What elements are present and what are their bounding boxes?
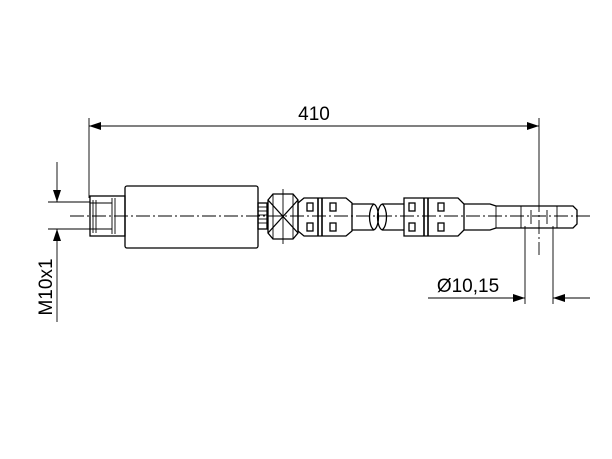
overall-length-dimension: 410 — [88, 104, 540, 198]
tube-end-fitting — [464, 203, 578, 231]
tube-diameter-dimension: Ø10,15 — [428, 226, 590, 304]
thread-size-dimension: M10x1 — [36, 162, 90, 322]
tube-diameter-label: Ø10,15 — [437, 276, 499, 297]
threaded-end-fitting — [89, 195, 126, 237]
overall-length-label: 410 — [298, 104, 330, 125]
hex-nut — [267, 189, 299, 244]
thread-size-label: M10x1 — [36, 258, 57, 315]
flexible-hose — [352, 203, 404, 231]
ribbed-boot-right — [403, 197, 465, 237]
hose-assembly — [70, 185, 590, 255]
crimp-sleeve — [124, 185, 259, 249]
serrated-collar — [257, 202, 268, 230]
ribbed-boot-left — [297, 197, 353, 237]
